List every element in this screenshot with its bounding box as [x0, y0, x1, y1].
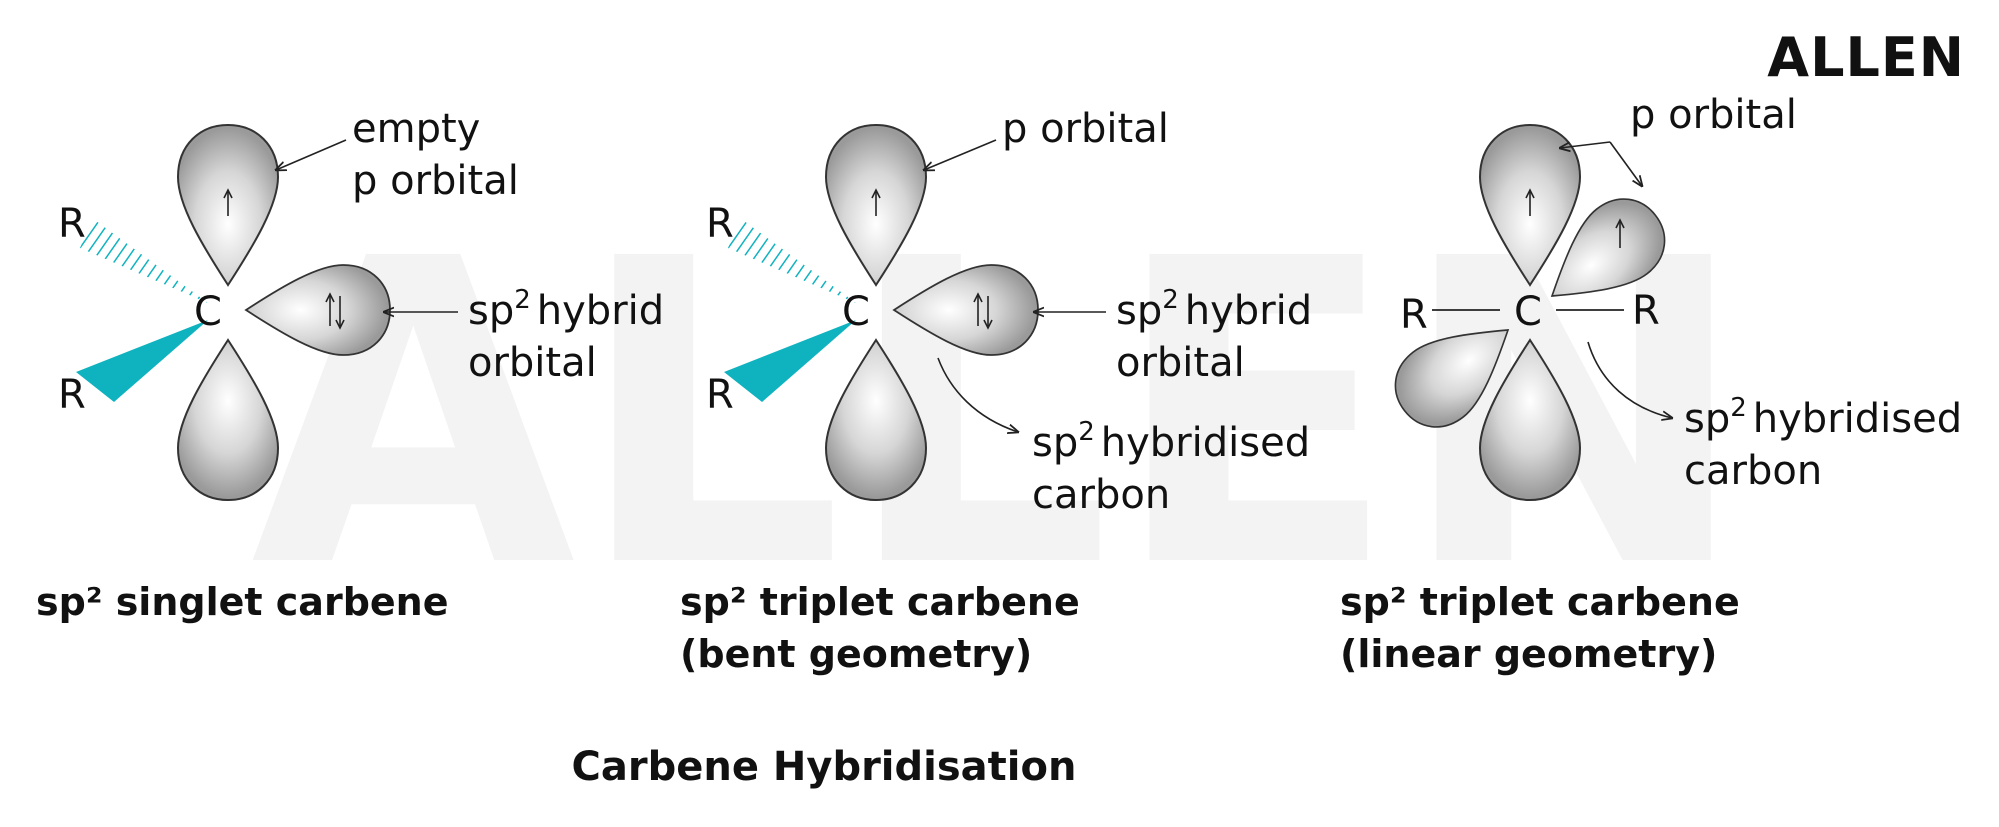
substituent-r-left: R: [1400, 292, 1428, 338]
label-p-orbital: p orbital: [1002, 106, 1169, 152]
carbon-atom: C: [842, 289, 870, 335]
p-orbital-pointer-left: [1560, 141, 1611, 148]
brand-logo: ALLEN: [1767, 26, 1965, 89]
p-orbital-lobe-down: [1478, 338, 1582, 502]
paired-electron-arrows: [973, 292, 993, 330]
single-electron-arrow: [1615, 218, 1625, 248]
label-orbital: orbital: [468, 340, 597, 386]
hashed-wedge-bond: [80, 218, 208, 303]
caption-triplet-bent-line2: (bent geometry): [680, 632, 1032, 676]
p-orbital-lobe-tilted-up: [1550, 198, 1666, 297]
label-p-orbital: p orbital: [1630, 92, 1797, 138]
p-orbital-lobe-tilted-down: [1394, 329, 1510, 428]
single-electron-arrow: [223, 188, 233, 216]
carbon-atom: C: [194, 289, 222, 335]
caption-singlet: sp² singlet carbene: [36, 580, 449, 624]
single-electron-arrow: [1525, 188, 1535, 216]
diagram-title: Carbene Hybridisation: [572, 744, 1077, 790]
substituent-r-right: R: [1632, 288, 1660, 334]
label-orbital: orbital: [1116, 340, 1245, 386]
substituent-r-bottom: R: [58, 372, 86, 418]
caption-triplet-linear-line2: (linear geometry): [1340, 632, 1717, 676]
single-electron-arrow: [871, 188, 881, 216]
p-orbital-pointer: [924, 139, 997, 170]
solid-wedge-bond: [724, 320, 856, 402]
p-orbital-lobe-down: [176, 338, 280, 502]
empty-p-orbital-pointer: [276, 139, 347, 170]
substituent-r-bottom: R: [706, 372, 734, 418]
label-p-orbital: p orbital: [352, 158, 519, 204]
substituent-r-top: R: [706, 201, 734, 247]
p-orbital-lobe-down: [824, 338, 928, 502]
hybridised-carbon-pointer: [937, 357, 1018, 432]
solid-wedge-bond: [76, 320, 208, 402]
caption-triplet-bent-line1: sp² triplet carbene: [680, 580, 1080, 624]
hashed-wedge-bond: [728, 218, 856, 303]
label-carbon: carbon: [1684, 448, 1822, 494]
carbon-atom: C: [1514, 289, 1542, 335]
hybridised-carbon-pointer: [1587, 341, 1672, 418]
paired-electron-arrows: [325, 292, 345, 330]
label-empty: empty: [352, 106, 480, 152]
substituent-r-top: R: [58, 201, 86, 247]
label-carbon: carbon: [1032, 472, 1170, 518]
caption-triplet-linear-line1: sp² triplet carbene: [1340, 580, 1740, 624]
p-orbital-pointer-right: [1609, 141, 1642, 186]
